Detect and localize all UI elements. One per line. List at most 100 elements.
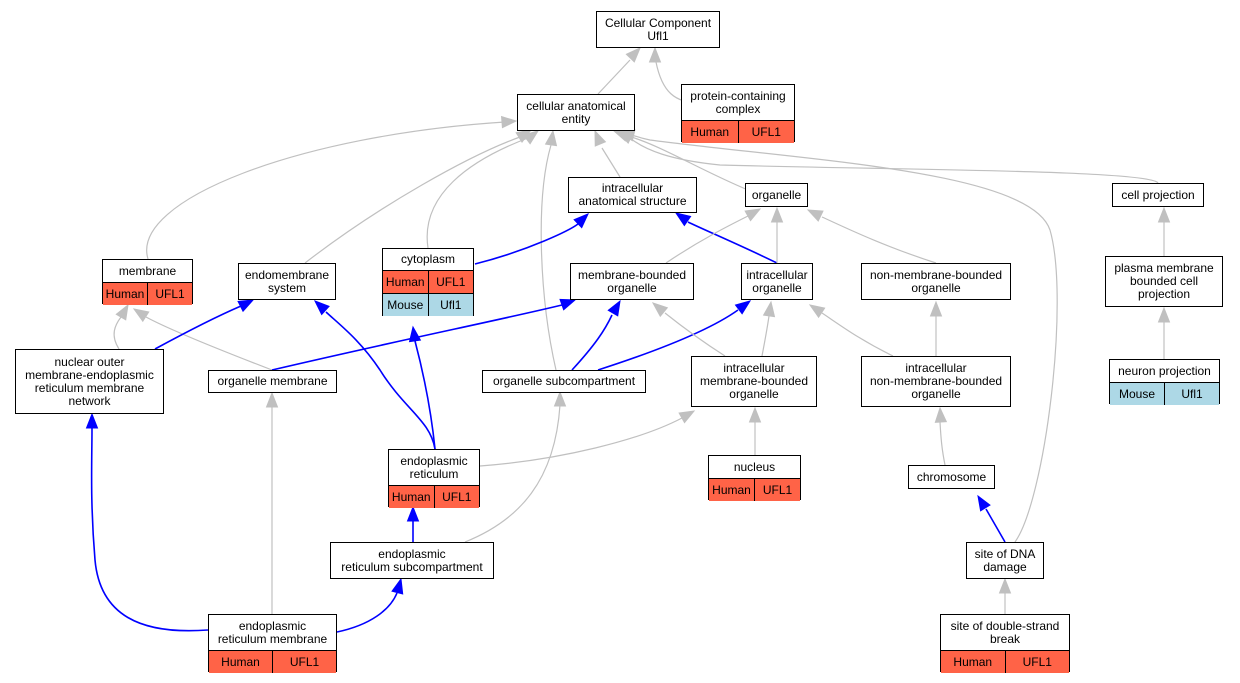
edge-nmbo-to-organelle [806,209,937,264]
edge-dnadamage-to-entity [618,129,1058,543]
node-label: site of DNA damage [974,546,1036,574]
edge-cytoplasm-to-intracellular [474,213,589,265]
edge-imbo-to-mbo [651,302,726,357]
edge-nucleus-to-imbo [748,406,762,455]
edge-dsb-to-dnadamage [998,577,1012,614]
annotation-row: Human UFL1 [383,270,473,293]
node-label: endoplasmic reticulum subcompartment [341,546,483,574]
node-er-subcompartment[interactable]: endoplasmic reticulum subcompartment [330,542,494,579]
edge-membrane-to-entity [146,115,518,260]
edge-er-to-imbo [479,410,696,467]
gene-cell: Ufl1 [427,294,473,316]
edge-ersub-to-subcompartment [464,390,567,543]
edge-intracellular-to-entity [594,129,621,178]
node-intracellular-membrane-bounded-organelle[interactable]: intracellular membrane-bounded organelle [691,356,817,407]
edge-neuronprojection-to-pmbcp [1157,306,1171,359]
node-label: non-membrane-bounded organelle [869,267,1003,295]
edge-subcompartment-to-mbo [571,299,621,371]
species-cell: Human [209,651,272,673]
node-label: nucleus [733,459,776,474]
gene-cell: UFL1 [427,271,473,293]
edge-pmbcp-to-cellprojection [1157,206,1171,256]
node-intracellular-non-membrane-bounded-organelle[interactable]: intracellular non-membrane-bounded organ… [861,356,1011,407]
node-non-membrane-bounded-organelle[interactable]: non-membrane-bounded organelle [861,263,1011,300]
annotation-row: Human UFL1 [682,120,794,143]
node-intracellular-anatomical-structure[interactable]: intracellular anatomical structure [568,177,697,213]
species-cell: Human [682,121,738,143]
edge-ermembrane-to-nuclearouter [85,412,209,632]
gene-cell: UFL1 [147,283,192,305]
node-cytoplasm[interactable]: cytoplasm Human UFL1 Mouse Ufl1 [382,248,474,316]
node-membrane[interactable]: membrane Human UFL1 [102,259,193,305]
edge-er-to-cytoplasm [408,325,436,450]
node-nucleus[interactable]: nucleus Human UFL1 [708,455,801,501]
node-organelle-subcompartment[interactable]: organelle subcompartment [482,370,646,393]
edge-entity-to-root [597,47,641,95]
gene-cell: UFL1 [433,486,479,508]
edge-cytoplasm-to-entity [426,130,540,249]
node-label: intracellular organelle [746,267,808,295]
node-cellular-component[interactable]: Cellular Component Ufl1 [596,11,720,48]
gene-cell: UFL1 [754,479,800,501]
node-intracellular-organelle[interactable]: intracellular organelle [741,263,813,300]
edge-subcompartment-to-io [597,300,752,371]
node-label: Cellular Component Ufl1 [604,15,712,43]
node-endomembrane-system[interactable]: endomembrane system [238,263,336,300]
edge-ermembrane-to-orgmembrane [265,391,279,614]
node-label: endoplasmic reticulum membrane [217,618,328,646]
node-label: protein-containing complex [690,88,786,116]
species-cell: Human [383,271,428,293]
node-organelle-membrane[interactable]: organelle membrane [208,370,337,393]
edge-orgmembrane-to-mbo [271,298,577,371]
node-cell-projection[interactable]: cell projection [1112,183,1204,207]
node-label: nuclear outer membrane-endoplasmic retic… [25,354,154,408]
node-er-membrane[interactable]: endoplasmic reticulum membrane Human UFL… [208,614,337,673]
species-cell: Human [941,651,1005,673]
node-nuclear-outer-membrane-er-membrane-network[interactable]: nuclear outer membrane-endoplasmic retic… [15,349,164,414]
edge-io-to-organelle [770,206,784,263]
edge-inmbo-to-nmbo [929,300,943,356]
node-label: cellular anatomical entity [526,98,626,126]
edge-nuclearouter-to-endomembrane [154,299,255,350]
edge-mbo-to-organelle [665,208,762,264]
node-label: intracellular anatomical structure [578,181,687,208]
node-site-of-double-strand-break[interactable]: site of double-strand break Human UFL1 [940,614,1070,673]
edge-imbo-to-io [761,300,776,357]
edge-subcompartment-to-entity [540,129,558,371]
node-label: intracellular non-membrane-bounded organ… [869,361,1003,401]
node-site-of-dna-damage[interactable]: site of DNA damage [966,542,1044,579]
annotation-row: Human UFL1 [941,650,1069,673]
gene-cell: Ufl1 [1164,383,1219,405]
annotation-row: Mouse Ufl1 [383,293,473,316]
node-protein-containing-complex[interactable]: protein-containing complex Human UFL1 [681,84,795,143]
annotation-row: Human UFL1 [709,478,800,501]
node-chromosome[interactable]: chromosome [908,465,995,489]
node-label: neuron projection [1118,363,1211,378]
node-label: membrane-bounded organelle [577,267,687,295]
node-label: endomembrane system [244,267,330,295]
edge-ersub-to-er [406,505,420,542]
edge-orgmembrane-to-membrane [132,308,273,371]
gene-cell: UFL1 [272,651,336,673]
node-cellular-anatomical-entity[interactable]: cellular anatomical entity [517,94,635,131]
node-label: membrane [118,263,177,278]
node-label: chromosome [916,469,987,484]
node-endoplasmic-reticulum[interactable]: endoplasmic reticulum Human UFL1 [388,449,480,508]
edge-endomembrane-to-entity [304,129,533,264]
gene-cell: UFL1 [1004,651,1069,673]
node-label: site of double-strand break [950,618,1060,646]
node-organelle[interactable]: organelle [745,183,808,207]
node-plasma-membrane-bounded-cell-projection[interactable]: plasma membrane bounded cell projection [1105,256,1223,307]
node-neuron-projection[interactable]: neuron projection Mouse Ufl1 [1109,359,1220,405]
species-cell: Human [709,479,754,501]
species-cell: Mouse [1110,383,1164,405]
edge-er-to-endomembrane [313,300,436,450]
node-membrane-bounded-organelle[interactable]: membrane-bounded organelle [570,263,694,300]
node-label: cell projection [1121,187,1195,202]
annotation-row: Mouse Ufl1 [1110,382,1219,405]
edge-intracellularorganelle-to-intracellular [674,212,778,264]
edge-nuclearouter-to-membrane [113,303,129,350]
node-label: intracellular membrane-bounded organelle [699,361,809,401]
node-label: organelle membrane [217,374,328,388]
